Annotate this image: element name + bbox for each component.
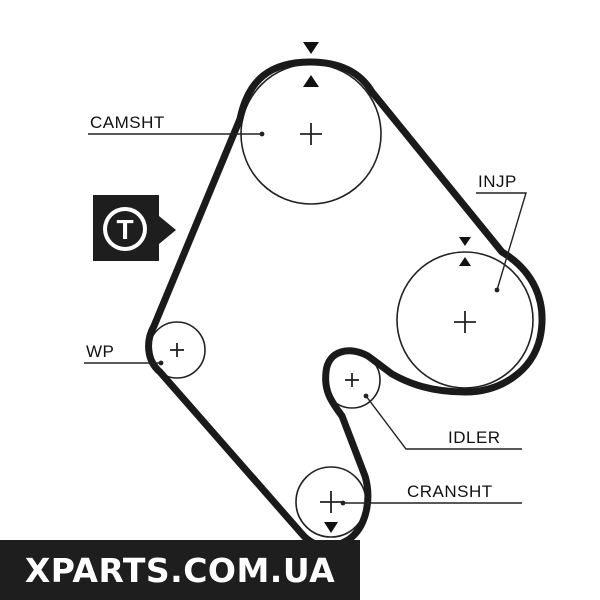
idler-label: IDLER	[448, 428, 501, 447]
tensioner-badge-letter: T	[116, 214, 133, 245]
idler-leader	[365, 395, 522, 450]
camshaft-timing-mark-lower	[303, 75, 319, 87]
water-pump-label: WP	[86, 342, 114, 361]
camshaft-timing-mark-upper	[303, 42, 319, 54]
crankshaft-center-mark	[320, 491, 342, 513]
injection-pump-label: INJP	[478, 172, 517, 191]
injection-pump-leader	[476, 192, 527, 291]
crankshaft-timing-mark	[324, 522, 338, 533]
crankshaft-label: CRANSHT	[407, 482, 493, 501]
idler-center-mark	[345, 373, 359, 387]
watermark-text: XPARTS.COM.UA	[24, 550, 336, 590]
injection-pump-timing-mark-lower	[459, 257, 471, 266]
injection-pump-center-mark	[454, 311, 476, 333]
camshaft-label: CAMSHT	[90, 113, 165, 132]
tensioner-badge: T	[93, 195, 176, 261]
water-pump-center-mark	[170, 343, 184, 357]
injection-pump-timing-mark-upper	[459, 237, 471, 246]
camshaft-center-mark	[300, 123, 322, 145]
watermark-banner: XPARTS.COM.UA	[0, 540, 360, 600]
